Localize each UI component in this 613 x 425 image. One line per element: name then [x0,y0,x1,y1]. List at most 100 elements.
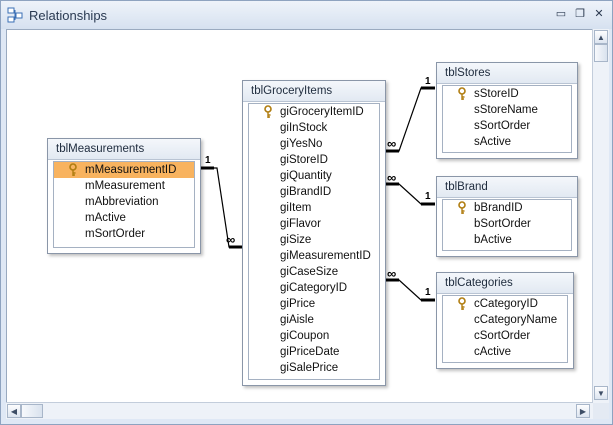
field-list[interactable]: mMeasurementID mMeasurement mAbbreviatio… [53,161,195,248]
field-name: cSortOrder [474,330,531,342]
field-item[interactable]: mSortOrder [54,226,194,242]
field-name: giSalePrice [280,362,339,374]
table-title[interactable]: tblCategories [437,273,573,294]
field-item[interactable]: giGroceryItemID [249,104,379,120]
field-item[interactable]: giBrandID [249,184,379,200]
field-item[interactable]: giAisle [249,312,379,328]
minimize-button[interactable]: ▭ [555,8,567,20]
field-item[interactable]: mMeasurement [54,178,194,194]
field-item[interactable]: sActive [443,134,571,150]
scroll-up-button[interactable]: ▲ [594,30,608,44]
field-item[interactable]: giCoupon [249,328,379,344]
field-item[interactable]: giYesNo [249,136,379,152]
vertical-scrollbar[interactable]: ▲ ▼ [592,29,609,403]
window-title: Relationships [29,8,108,23]
field-name: giYesNo [280,138,323,150]
scroll-right-button[interactable]: ▶ [576,404,590,418]
field-item[interactable]: giStoreID [249,152,379,168]
table-title[interactable]: tblMeasurements [48,139,200,160]
relationship-category[interactable] [385,278,435,302]
field-list[interactable]: sStoreID sStoreName sSortOrder sActive [442,85,572,153]
vertical-scroll-thumb[interactable] [594,44,608,62]
field-name: giPriceDate [280,346,340,358]
field-item[interactable]: cCategoryID [443,296,567,312]
field-item[interactable]: bActive [443,232,571,248]
field-item[interactable]: giCaseSize [249,264,379,280]
primary-key-icon [264,105,272,118]
field-item[interactable]: giPrice [249,296,379,312]
title-bar[interactable]: Relationships ▭ ❐ ✕ [1,1,612,29]
field-name: mAbbreviation [85,196,159,208]
field-item[interactable]: bSortOrder [443,216,571,232]
table-title[interactable]: tblGroceryItems [243,81,385,102]
field-list[interactable]: cCategoryID cCategoryName cSortOrder cAc… [442,295,568,363]
field-name: giGroceryItemID [280,106,364,118]
field-name: sActive [474,136,512,148]
horizontal-scrollbar[interactable]: ◀ ▶ [6,402,593,419]
scrollbar-corner [593,403,609,419]
many-label-category: ∞ [387,266,397,281]
many-label-brand: ∞ [387,170,397,185]
field-list[interactable]: bBrandID bSortOrder bActive [442,199,572,251]
close-button[interactable]: ✕ [594,8,604,20]
table-brand[interactable]: tblBrand bBrandID bSortOrder bActive [436,176,578,257]
field-list[interactable]: giGroceryItemID giInStock giYesNo giStor… [248,103,380,380]
scroll-left-button[interactable]: ◀ [7,404,21,418]
primary-key-icon [69,163,77,176]
primary-key-icon [458,201,466,214]
field-name: giItem [280,202,312,214]
one-label-store: 1 [425,76,431,87]
field-item[interactable]: sSortOrder [443,118,571,134]
field-name: mActive [85,212,126,224]
one-label-measurement: 1 [205,155,211,166]
field-item[interactable]: mActive [54,210,194,226]
field-name: giCaseSize [280,266,339,278]
field-item[interactable]: giQuantity [249,168,379,184]
field-item[interactable]: giSize [249,232,379,248]
table-title[interactable]: tblBrand [437,177,577,198]
field-item[interactable]: giMeasurementID [249,248,379,264]
field-item[interactable]: cCategoryName [443,312,567,328]
field-item[interactable]: mMeasurementID [54,162,194,178]
table-title[interactable]: tblStores [437,63,577,84]
field-name: giStoreID [280,154,328,166]
scroll-down-button[interactable]: ▼ [594,386,608,400]
field-item[interactable]: cSortOrder [443,328,567,344]
field-item[interactable]: giPriceDate [249,344,379,360]
primary-key-icon [458,297,466,310]
field-name: giInStock [280,122,328,134]
relationships-canvas[interactable]: 1 ∞ ∞ 1 ∞ 1 ∞ 1 tblMeasurements mMeasure… [6,29,595,405]
field-item[interactable]: giItem [249,200,379,216]
field-name: bActive [474,234,512,246]
relationship-brand[interactable] [385,182,435,206]
field-item[interactable]: giCategoryID [249,280,379,296]
table-stores[interactable]: tblStores sStoreID sStoreName sSortOrder… [436,62,578,159]
field-item[interactable]: giFlavor [249,216,379,232]
field-name: giMeasurementID [280,250,371,262]
field-item[interactable]: mAbbreviation [54,194,194,210]
field-name: sStoreID [474,88,519,100]
field-item[interactable]: giSalePrice [249,360,379,376]
field-name: bSortOrder [474,218,531,230]
field-name: cCategoryID [474,298,538,310]
relationship-store[interactable] [385,86,435,153]
relationship-measurement[interactable] [200,166,242,249]
field-item[interactable]: giInStock [249,120,379,136]
field-item[interactable]: cActive [443,344,567,360]
table-measurements[interactable]: tblMeasurements mMeasurementID mMeasurem… [47,138,201,254]
table-categories[interactable]: tblCategories cCategoryID cCategoryName … [436,272,574,369]
field-name: sStoreName [474,104,538,116]
table-grocery-items[interactable]: tblGroceryItems giGroceryItemID giInStoc… [242,80,386,386]
field-name: giFlavor [280,218,321,230]
field-item[interactable]: sStoreID [443,86,571,102]
primary-key-icon [458,87,466,100]
field-name: cActive [474,346,512,358]
one-label-brand: 1 [425,191,431,202]
field-item[interactable]: sStoreName [443,102,571,118]
field-name: giQuantity [280,170,332,182]
field-item[interactable]: bBrandID [443,200,571,216]
one-label-category: 1 [425,287,431,298]
restore-button[interactable]: ❐ [575,8,585,20]
horizontal-scroll-thumb[interactable] [21,404,43,418]
field-name: giPrice [280,298,316,310]
